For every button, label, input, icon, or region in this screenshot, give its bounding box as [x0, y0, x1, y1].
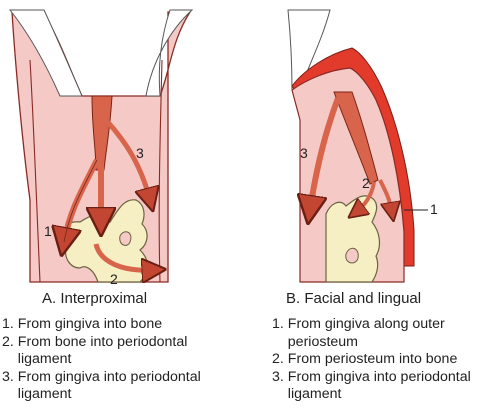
- legend-item: 3. From gingiva into periodontal ligamen…: [272, 369, 498, 404]
- legend-text: From bone into periodontal ligament: [17, 333, 188, 368]
- panel-a-caption: A. Interproximal: [42, 290, 148, 307]
- panel-b-vessel-3: [310, 96, 341, 210]
- panel-a-bone-marrow-space: [119, 231, 132, 246]
- legend-item: 1. From gingiva into bone: [2, 316, 234, 334]
- panel-a-tissue-outline: [29, 59, 163, 283]
- legend-text: From gingiva into periodontal ligament: [17, 368, 201, 403]
- panel-b-marker-2: 2: [362, 175, 370, 191]
- panel-a-illustration: 3 1 2: [8, 9, 194, 287]
- panel-b-marker-3: 3: [300, 145, 308, 161]
- panel-b-caption: B. Facial and lingual: [286, 290, 422, 307]
- legend-item: 3. From gingiva into periodontal ligamen…: [2, 369, 234, 404]
- panel-a-marker-1: 1: [44, 223, 52, 239]
- panel-b-bone-marrow-space: [345, 247, 359, 264]
- panel-b-vessel-1: [378, 179, 392, 212]
- legend-text: From gingiva along outer periosteum: [287, 316, 445, 350]
- legend-number: 2.: [2, 333, 14, 350]
- legend-item: 1. From gingiva along outer periosteum: [272, 316, 498, 351]
- panel-a-tooth-left: [8, 9, 83, 97]
- panel-a-marker-3: 3: [136, 145, 144, 161]
- panel-b-vessel-trunk: [333, 91, 379, 185]
- legend-text: From periosteum into bone: [287, 351, 458, 368]
- panel-b-vessel-2: [356, 181, 376, 212]
- legend-number: 1.: [272, 316, 284, 332]
- panel-b-bone: [325, 195, 381, 283]
- legend-item: 2. From bone into periodontal ligament: [2, 334, 234, 369]
- panel-a-legend: 1. From gingiva into bone 2. From bone i…: [2, 316, 234, 404]
- panel-a-vessel-1-edge: [63, 159, 98, 243]
- panel-b-illustration: 3 2 1: [287, 9, 438, 283]
- panel-a-tooth-right: [145, 9, 194, 97]
- legend-text: From gingiva into bone: [17, 316, 163, 332]
- panel-a-vessel-2: [93, 243, 154, 270]
- panel-a-vessel-3: [104, 118, 150, 200]
- panel-b-marker-1: 1: [430, 201, 438, 217]
- legend-text: From gingiva into periodontal ligament: [287, 368, 471, 403]
- legend-item: 2. From periosteum into bone: [272, 351, 498, 369]
- legend-number: 3.: [272, 368, 284, 385]
- panel-b-legend: 1. From gingiva along outer periosteum 2…: [272, 316, 498, 404]
- legend-number: 2.: [272, 351, 284, 368]
- legend-number: 1.: [2, 316, 14, 332]
- legend-number: 3.: [2, 368, 14, 385]
- panel-a-marker-2: 2: [110, 271, 118, 287]
